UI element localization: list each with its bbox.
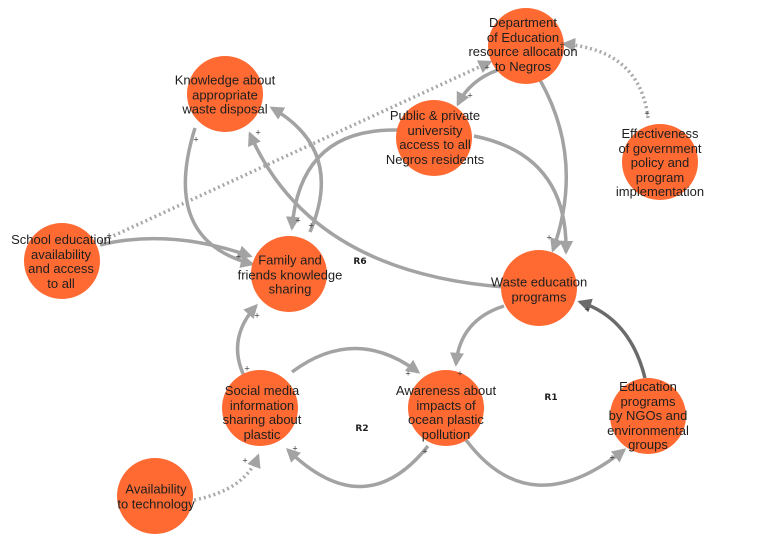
link-waste-ed-to-knowledge	[248, 131, 505, 289]
link-waste-ed-to-awareness	[450, 304, 505, 367]
node-social-circle[interactable]	[222, 370, 298, 446]
loop-r6-label: R6	[353, 257, 367, 267]
polarity-mark: +	[244, 364, 250, 373]
link-university-to-waste-ed	[473, 134, 574, 255]
polarity-mark: +	[235, 252, 241, 261]
node-awareness-circle[interactable]	[408, 370, 484, 446]
node-knowledge-circle[interactable]	[187, 56, 263, 132]
node-dept-circle[interactable]	[488, 8, 564, 84]
polarity-mark: +	[254, 311, 260, 320]
polarity-mark: +	[422, 447, 428, 456]
link-school-to-dept	[99, 60, 493, 244]
link-social-to-awareness	[290, 346, 421, 374]
polarity-mark: +	[546, 233, 552, 242]
loop-r2-label: R2	[355, 424, 369, 434]
node-technology-circle[interactable]	[117, 458, 193, 534]
link-technology-to-social	[193, 453, 261, 502]
link-school-to-family	[99, 236, 253, 259]
link-university-to-family	[285, 128, 399, 231]
polarity-mark: +	[559, 40, 565, 49]
polarity-mark: +	[484, 63, 490, 72]
polarity-mark: +	[106, 231, 112, 240]
polarity-mark: +	[609, 453, 615, 462]
polarity-mark: +	[255, 128, 261, 137]
link-knowledge-to-family	[183, 127, 255, 268]
polarity-mark: +	[405, 369, 411, 378]
link-dept-to-waste-ed	[538, 79, 569, 253]
node-effectiveness-circle[interactable]	[622, 124, 698, 200]
polarity-mark: +	[295, 216, 301, 225]
polarity-mark: +	[644, 109, 650, 118]
link-ngo-to-waste-ed	[577, 298, 647, 379]
link-dept-to-university	[456, 68, 499, 107]
node-family-circle[interactable]	[251, 236, 327, 312]
link-awareness-to-ngo	[464, 438, 627, 487]
link-awareness-to-social	[285, 444, 430, 489]
link-effectiveness-to-dept	[561, 37, 650, 119]
polarity-mark: +	[584, 305, 590, 314]
loop-r1-label: R1	[544, 393, 558, 403]
node-school-circle[interactable]	[24, 223, 100, 299]
link-family-to-knowledge	[269, 106, 324, 233]
polarity-mark: +	[467, 91, 473, 100]
polarity-mark: +	[308, 221, 314, 230]
polarity-mark: +	[242, 456, 248, 465]
node-waste-ed-circle[interactable]	[501, 250, 577, 326]
node-university-circle[interactable]	[396, 100, 472, 176]
node-ngo-circle[interactable]	[610, 378, 686, 454]
polarity-mark: +	[457, 369, 463, 378]
polarity-mark: +	[292, 444, 298, 453]
polarity-mark: +	[193, 135, 199, 144]
link-social-to-family	[235, 303, 258, 381]
